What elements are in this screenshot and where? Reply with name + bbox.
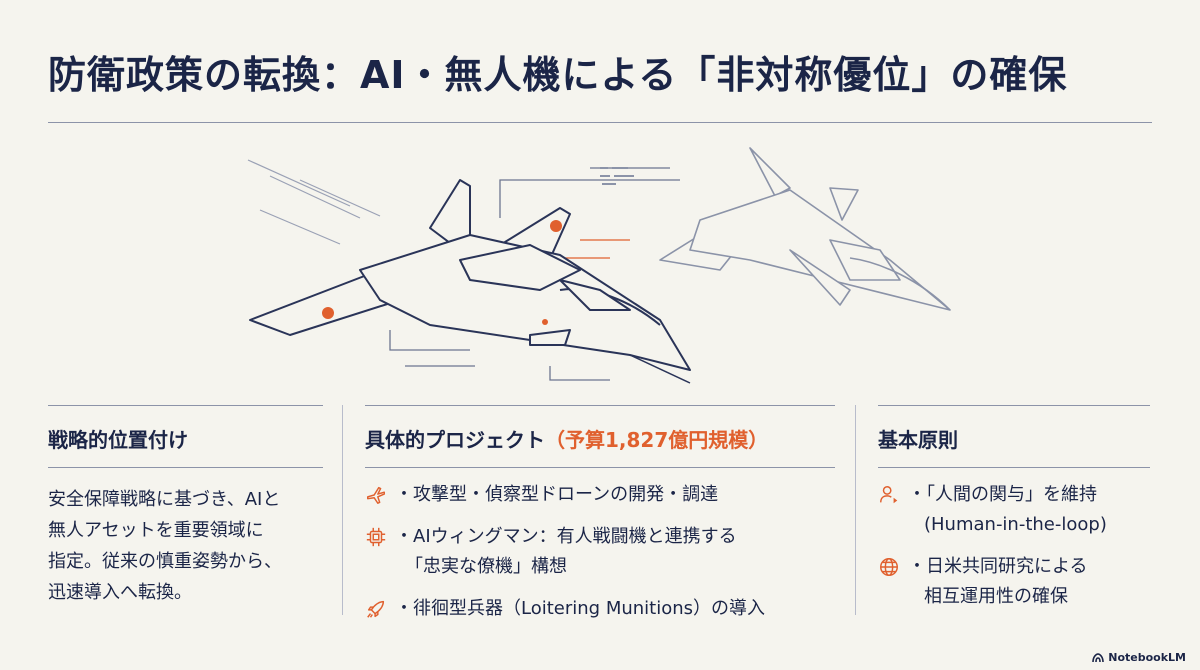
title-divider — [48, 122, 1152, 123]
item-line: 相互運用性の確保 — [924, 586, 1068, 607]
column-heading: 戦略的位置付け — [48, 428, 188, 452]
item-line: ・攻撃型・偵察型ドローンの開発・調達 — [395, 484, 719, 505]
item-line: ・「人間の関与」を維持 — [908, 484, 1097, 505]
text-line: 迅速導入へ転換。 — [48, 582, 192, 603]
notebooklm-logo-icon — [1092, 652, 1105, 662]
strategic-position-text: 安全保障戦略に基づき、AIと 無人アセットを重要領域に 指定。従来の慎重姿勢から… — [48, 484, 323, 608]
strategic-position-column: 戦略的位置付け 安全保障戦略に基づき、AIと 無人アセットを重要領域に 指定。従… — [48, 405, 323, 608]
manned-fighter — [249, 179, 691, 384]
column-heading-rule — [878, 467, 1150, 468]
column-heading-rule — [365, 467, 835, 468]
ai-wingman — [659, 147, 951, 311]
projects-column: 具体的プロジェクト（予算1,827億円規模） ・攻撃型・偵察型ドローンの開発・調… — [365, 405, 835, 624]
column-heading-text: 具体的プロジェクト — [365, 428, 545, 452]
item-line: 「忠実な僚機」構想 — [405, 556, 567, 577]
column-top-rule — [365, 405, 835, 406]
fighter-jet-icon — [367, 486, 385, 504]
list-item: ・攻撃型・偵察型ドローンの開発・調達 — [365, 480, 835, 510]
list-item: ・日米共同研究による 相互運用性の確保 — [878, 552, 1150, 612]
brand-watermark: NotebookLM — [1092, 651, 1186, 664]
item-line: ・日米共同研究による — [908, 556, 1088, 577]
column-separator-2 — [855, 405, 856, 615]
manned-fighter-roundels — [322, 220, 562, 325]
page-title: 防衛政策の転換：AI・無人機による「非対称優位」の確保 — [48, 53, 1068, 97]
list-item: ・AIウィングマン：有人戦闘機と連携する 「忠実な僚機」構想 — [365, 522, 835, 582]
budget-label: （予算1,827億円規模） — [545, 428, 769, 452]
text-line: 無人アセットを重要領域に — [48, 520, 264, 541]
column-heading: 具体的プロジェクト（予算1,827億円規模） — [365, 424, 835, 453]
item-line: ・徘徊型兵器（Loitering Munitions）の導入 — [395, 598, 766, 619]
text-line: 安全保障戦略に基づき、AIと — [48, 489, 281, 510]
item-line: (Human-in-the-loop) — [924, 514, 1107, 535]
fighter-and-wingman-illustration — [247, 147, 951, 384]
speed-lines — [247, 159, 381, 245]
item-line: ・AIウィングマン：有人戦闘機と連携する — [395, 526, 737, 547]
globe-icon — [880, 558, 898, 576]
list-item: ・徘徊型兵器（Loitering Munitions）の導入 — [365, 594, 835, 624]
text-line: 指定。従来の慎重姿勢から、 — [48, 551, 282, 572]
human-in-loop-icon — [880, 486, 898, 504]
column-top-rule — [48, 405, 323, 406]
missile-icon — [367, 600, 385, 618]
brand-name: NotebookLM — [1108, 651, 1186, 664]
ai-chip-icon — [366, 527, 386, 547]
column-top-rule — [878, 405, 1150, 406]
column-heading: 基本原則 — [878, 428, 958, 452]
principles-column: 基本原則 ・「人間の関与」を維持 (Human-in-the-loop) ・日米… — [878, 405, 1150, 612]
list-item: ・「人間の関与」を維持 (Human-in-the-loop) — [878, 480, 1150, 540]
column-separator-1 — [342, 405, 343, 615]
column-heading-rule — [48, 467, 323, 468]
data-dash-marks — [600, 167, 634, 185]
